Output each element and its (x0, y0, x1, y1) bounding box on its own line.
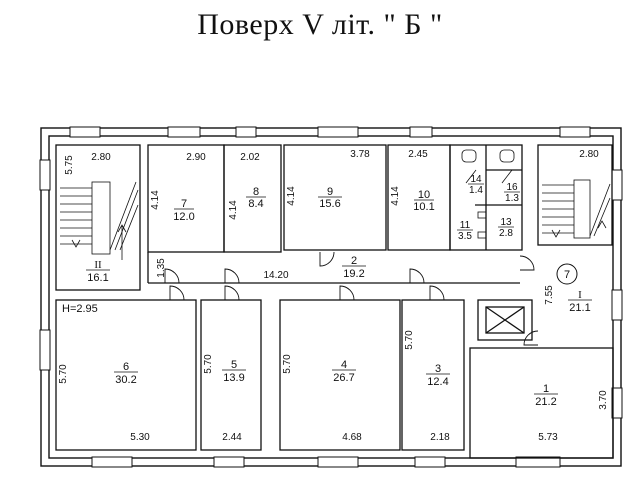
room-width: 2.80 (91, 152, 111, 163)
room-number: 6 (123, 361, 129, 373)
room-height: 5.75 (64, 155, 75, 175)
room-height: 1.35 (156, 258, 167, 278)
room-width: 2.90 (186, 152, 206, 163)
room-width: 5.73 (538, 432, 558, 443)
room-area: 2.8 (499, 228, 513, 239)
doors (164, 251, 539, 346)
room-number: 14 (470, 174, 482, 185)
room-height: 3.70 (598, 390, 609, 410)
shaft-marker-label: 7 (564, 269, 570, 281)
room-number: 5 (231, 359, 237, 371)
room-number: 3 (435, 363, 441, 375)
room-width: 14.20 (263, 270, 288, 281)
room-area: 12.0 (173, 211, 194, 223)
room-width: 2.44 (222, 432, 242, 443)
room-number: 11 (460, 220, 471, 231)
room-height: 7.55 (544, 285, 555, 305)
room-area: 8.4 (248, 198, 263, 210)
room-number: 1 (543, 383, 549, 395)
room-height: 5.70 (203, 354, 214, 374)
stairs-i (542, 179, 611, 239)
room-area: 21.1 (569, 302, 590, 314)
room-height: 4.14 (390, 186, 401, 206)
room-height: 4.14 (228, 200, 239, 220)
shaft-marker (556, 263, 578, 285)
wc-fixtures (461, 149, 515, 239)
room-width: 4.68 (342, 432, 362, 443)
room-height: 5.70 (404, 330, 415, 350)
interior-walls (55, 144, 614, 459)
room-area: 10.1 (413, 201, 434, 213)
room-number: 13 (500, 217, 512, 228)
room-area: 21.2 (535, 396, 556, 408)
room-number: 8 (253, 186, 259, 198)
room-height: 4.14 (150, 190, 161, 210)
room-area: 30.2 (115, 374, 136, 386)
room-area: 3.5 (458, 231, 472, 242)
room-width: 2.02 (240, 152, 260, 163)
windows (39, 126, 623, 468)
room-number: 9 (327, 186, 333, 198)
room-height: 5.70 (58, 364, 69, 384)
stairs-ii (60, 181, 139, 260)
room-area: 15.6 (319, 198, 340, 210)
room-area: 13.9 (223, 372, 244, 384)
room-number: 4 (341, 359, 347, 371)
outer-walls (40, 127, 622, 467)
room-area: 1.4 (469, 185, 483, 196)
room-number: 10 (418, 189, 430, 201)
room-height: 5.70 (282, 354, 293, 374)
room-number: II (94, 259, 102, 271)
room-area: 19.2 (343, 268, 364, 280)
room-width: 2.45 (408, 149, 428, 160)
room-height: 4.14 (286, 186, 297, 206)
room-area: 16.1 (87, 272, 108, 284)
room-area: 12.4 (427, 376, 448, 388)
floor-height: H=2.95 (62, 303, 98, 315)
room-number: 16 (506, 182, 518, 193)
plan-title: Поверх V літ. " Б " (197, 8, 443, 41)
room-width: 2.18 (430, 432, 450, 443)
room-width: 2.80 (579, 149, 599, 160)
room-number: 7 (181, 198, 187, 210)
room-width: 3.78 (350, 149, 370, 160)
room-number: 2 (351, 255, 357, 267)
room-area: 1.3 (505, 193, 519, 204)
room-number: I (578, 289, 582, 301)
room-area: 26.7 (333, 372, 354, 384)
room-width: 5.30 (130, 432, 150, 443)
